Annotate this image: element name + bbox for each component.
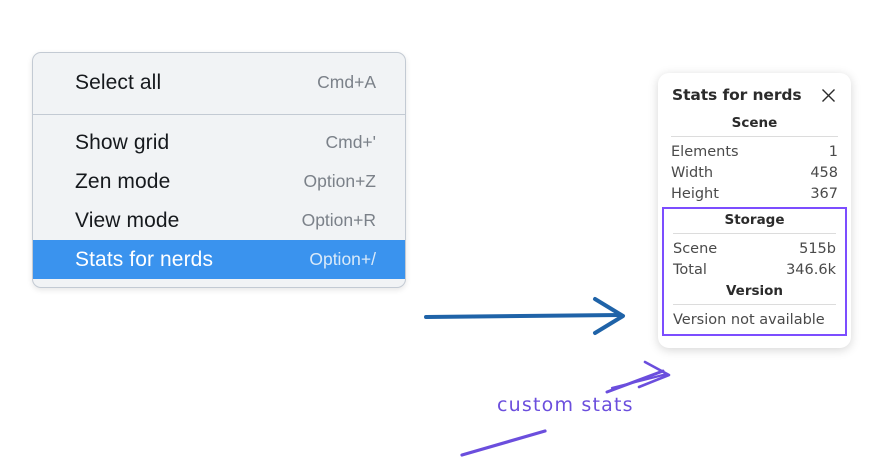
- menu-item-select-all[interactable]: Select all Cmd+A: [33, 63, 405, 102]
- menu-item-label: Show grid: [75, 130, 170, 154]
- menu-item-shortcut: Option+Z: [303, 171, 376, 191]
- menu-divider: [33, 114, 405, 115]
- stat-key: Total: [673, 261, 707, 278]
- stat-key: Scene: [673, 240, 718, 257]
- menu-item-label: Select all: [75, 70, 162, 94]
- stat-key: Elements: [671, 143, 739, 160]
- custom-stats-highlight-box: Storage Scene 515b Total 346.6k Version …: [662, 207, 847, 336]
- storage-section: Storage Scene 515b Total 346.6k: [673, 209, 836, 280]
- menu-item-shortcut: Option+R: [301, 210, 376, 230]
- scene-heading: Scene: [731, 115, 778, 131]
- blue-arrow-icon: [424, 297, 625, 335]
- stats-for-nerds-panel[interactable]: Stats for nerds Scene Elements 1 Width 4…: [658, 73, 851, 348]
- stat-key: Height: [671, 185, 719, 202]
- stat-value: 367: [810, 185, 838, 202]
- stat-key: Width: [671, 164, 714, 181]
- menu-group-2: Show grid Cmd+' Zen mode Option+Z View m…: [33, 115, 405, 287]
- menu-item-stats-for-nerds[interactable]: Stats for nerds Option+/: [33, 240, 405, 279]
- stat-value: 515b: [799, 240, 836, 257]
- menu-item-view-mode[interactable]: View mode Option+R: [33, 201, 405, 240]
- panel-header: Stats for nerds: [658, 83, 851, 112]
- menu-item-zen-mode[interactable]: Zen mode Option+Z: [33, 162, 405, 201]
- section-rule: [673, 304, 836, 305]
- stat-value: 346.6k: [786, 261, 836, 278]
- scene-section: Scene Elements 1 Width 458 Height 367: [658, 112, 851, 204]
- version-section: Version Version not available: [673, 280, 836, 328]
- menu-group-1: Select all Cmd+A: [33, 53, 405, 114]
- section-rule: [673, 233, 836, 234]
- stat-value: 1: [828, 143, 838, 160]
- menu-item-shortcut: Cmd+A: [317, 72, 376, 92]
- version-text: Version not available: [673, 312, 825, 328]
- version-heading: Version: [725, 283, 784, 299]
- stat-row: Scene 515b: [673, 238, 836, 259]
- stat-value: 458: [810, 164, 838, 181]
- menu-item-label: View mode: [75, 208, 180, 232]
- panel-body: Scene Elements 1 Width 458 Height 367 St…: [658, 112, 851, 336]
- menu-item-shortcut: Option+/: [309, 249, 376, 269]
- stat-row: Height 367: [671, 183, 838, 204]
- menu-item-shortcut: Cmd+': [325, 132, 376, 152]
- panel-title: Stats for nerds: [672, 86, 802, 104]
- menu-item-show-grid[interactable]: Show grid Cmd+': [33, 123, 405, 162]
- custom-stats-annotation-label: custom stats: [497, 394, 634, 416]
- stat-row: Total 346.6k: [673, 259, 836, 280]
- stat-row: Elements 1: [671, 141, 838, 162]
- storage-heading: Storage: [724, 212, 785, 228]
- context-menu[interactable]: Select all Cmd+A Show grid Cmd+' Zen mod…: [32, 52, 406, 288]
- section-rule: [671, 136, 838, 137]
- close-icon[interactable]: [820, 87, 837, 104]
- menu-item-label: Stats for nerds: [75, 247, 214, 271]
- menu-item-label: Zen mode: [75, 169, 171, 193]
- stat-row: Width 458: [671, 162, 838, 183]
